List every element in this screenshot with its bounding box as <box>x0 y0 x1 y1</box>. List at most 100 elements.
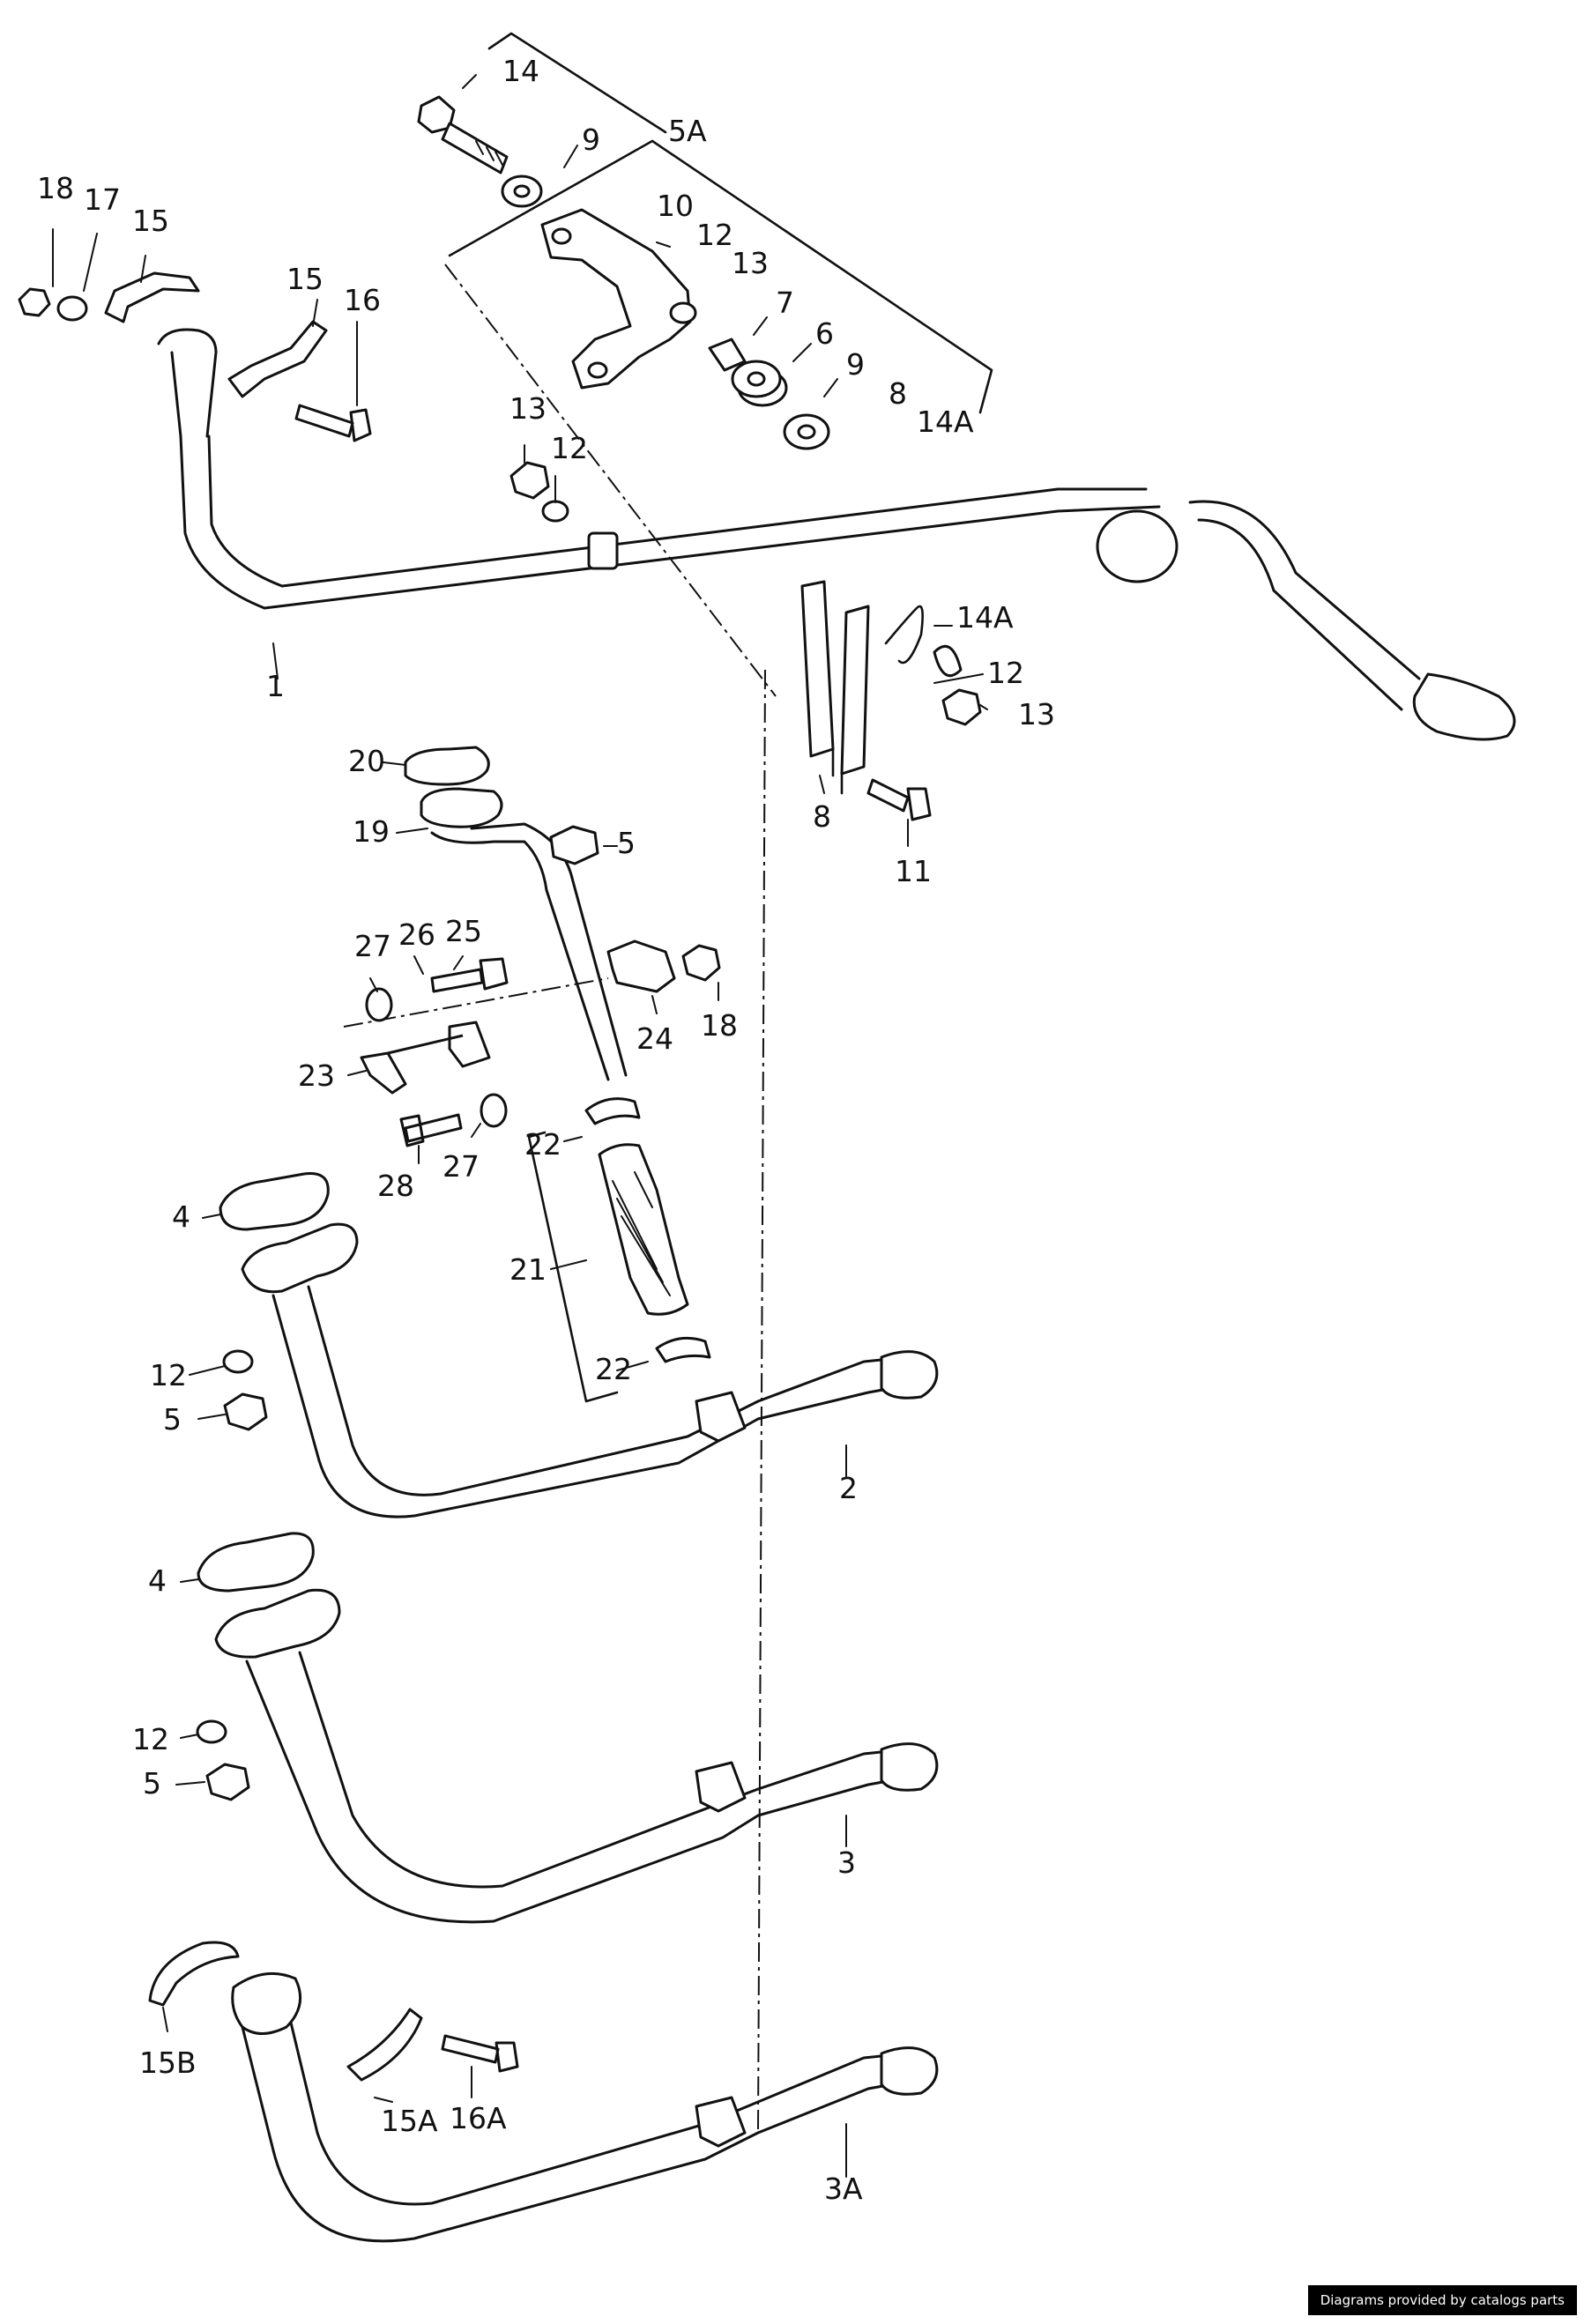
callout-7: 7 <box>776 286 794 320</box>
callout-26: 26 <box>398 917 435 952</box>
flange-lower <box>214 1588 341 1659</box>
pipe-hanger-2 <box>695 1391 747 1443</box>
callout-22-bottom: 22 <box>595 1352 632 1386</box>
callout-14a-strap: 14A <box>956 600 1014 635</box>
nut-5-mid <box>223 1392 268 1431</box>
gasket-4-lower <box>197 1532 315 1593</box>
nut-5-top <box>549 825 599 865</box>
nut-13-top <box>509 461 550 500</box>
hanger-tab <box>587 531 619 570</box>
callout-18-mid: 18 <box>701 1008 738 1043</box>
bolt-25 <box>430 957 509 993</box>
bolt-14 <box>417 95 509 174</box>
callout-12-bracket: 12 <box>696 218 733 252</box>
pipe-hanger-3a <box>695 2096 747 2148</box>
callout-8-bracket: 8 <box>889 376 907 411</box>
bolt-28 <box>399 1113 463 1147</box>
callout-9-lower: 9 <box>846 347 865 382</box>
callout-15-left: 15 <box>132 204 169 238</box>
callout-5a: 5A <box>668 114 707 148</box>
callout-18-top: 18 <box>37 171 74 205</box>
callout-11: 11 <box>895 854 932 888</box>
clamp-22-bottom <box>655 1336 711 1363</box>
callout-25: 25 <box>445 914 482 948</box>
clamp-15a <box>346 2008 423 2082</box>
washer-12-top <box>541 500 569 523</box>
callout-1: 1 <box>266 669 285 703</box>
callout-13-mid: 13 <box>509 391 547 426</box>
callout-27-bottom: 27 <box>442 1149 480 1184</box>
callout-15-right: 15 <box>286 262 323 296</box>
header-pipe-2 <box>219 1171 939 1518</box>
rubber-bushing-6 <box>731 360 788 407</box>
callout-27-top: 27 <box>354 929 391 963</box>
flange-upper <box>241 1222 359 1294</box>
clamp-22-top <box>584 1097 641 1125</box>
lock-washer-17 <box>56 295 88 322</box>
heat-shield-clip <box>1096 509 1179 583</box>
callout-8-strap: 8 <box>813 799 831 834</box>
washer-27-top <box>365 987 393 1022</box>
callout-20: 20 <box>348 744 385 778</box>
sleeve-7 <box>708 338 747 372</box>
callout-14: 14 <box>502 54 539 88</box>
callout-28: 28 <box>377 1169 414 1203</box>
callout-15b: 15B <box>139 2046 197 2080</box>
callout-5-header3: 5 <box>143 1766 161 1801</box>
mount-bracket-10 <box>540 208 697 390</box>
bracket-group-5a <box>417 32 993 450</box>
gasket-20 <box>404 746 490 786</box>
callout-21: 21 <box>509 1252 547 1287</box>
callout-24: 24 <box>636 1021 673 1056</box>
callout-12-mid: 12 <box>551 431 588 465</box>
callout-16a: 16A <box>450 2101 507 2135</box>
callout-22-top: 22 <box>524 1127 561 1162</box>
nut-18-mid <box>681 944 721 982</box>
callout-13-bracket: 13 <box>732 246 769 280</box>
alignment-line-clamp <box>343 977 609 1028</box>
leader-lines <box>52 74 988 2178</box>
callout-4-lower: 4 <box>148 1563 167 1598</box>
callout-12-strap: 12 <box>987 656 1024 690</box>
callout-6: 6 <box>815 316 834 351</box>
callout-labels: 14 5A 9 10 12 13 7 6 9 8 14A 18 17 15 15… <box>37 54 1055 2206</box>
callout-10: 10 <box>657 189 694 223</box>
callout-12-header3: 12 <box>132 1722 169 1756</box>
clamp-24 <box>606 939 676 993</box>
callout-17: 17 <box>84 182 121 217</box>
pipe-hanger-3 <box>695 1761 747 1813</box>
header-pipe-3 <box>196 1532 939 1924</box>
callout-3a: 3A <box>824 2172 863 2206</box>
bolt-11 <box>866 778 932 821</box>
washer-12-mid <box>222 1349 254 1374</box>
callout-5-header2: 5 <box>163 1402 182 1437</box>
front-pipe-19 <box>404 746 628 1081</box>
bolt-16 <box>294 404 372 442</box>
tail-pipe-1 <box>157 328 1516 741</box>
callout-13-strap: 13 <box>1018 697 1055 731</box>
footer-credit: Diagrams provided by catalogs parts <box>1307 2285 1577 2315</box>
callout-16: 16 <box>344 283 381 317</box>
bolt-16a <box>441 2034 519 2073</box>
nut-18-top <box>18 287 51 317</box>
gasket-4-upper <box>219 1171 330 1231</box>
callout-15a: 15A <box>381 2104 438 2138</box>
hanger-straps-8 <box>800 580 982 821</box>
clamp-set-top-left <box>18 271 372 442</box>
callout-14a-bracket: 14A <box>917 405 974 439</box>
callout-19: 19 <box>353 814 390 849</box>
alignment-line-vertical <box>757 669 766 2134</box>
callout-4-upper: 4 <box>172 1199 190 1234</box>
clamp-half-15a <box>104 271 200 323</box>
washer-12-lower <box>196 1719 227 1744</box>
header-pipe-3a <box>148 1941 939 2243</box>
callout-2: 2 <box>839 1471 858 1505</box>
bracket-set-23 <box>360 939 721 1147</box>
callout-3: 3 <box>837 1845 856 1880</box>
callout-5-top: 5 <box>617 826 636 860</box>
nut-13-side <box>941 688 982 726</box>
callout-12-header2: 12 <box>150 1358 187 1392</box>
clamp-half-15b <box>227 320 328 398</box>
flex-pipe-21 <box>527 1097 711 1403</box>
